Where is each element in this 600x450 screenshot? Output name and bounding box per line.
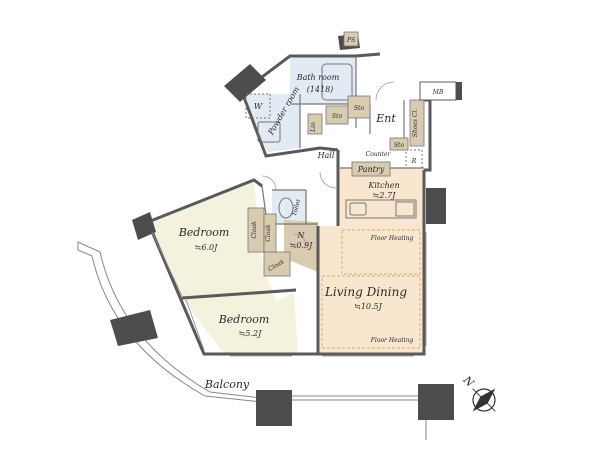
bathtub	[321, 63, 353, 101]
washer-label: W	[254, 102, 263, 111]
r-box	[405, 149, 423, 169]
r-label: R	[411, 158, 417, 165]
door-swings	[261, 81, 395, 247]
fixtures	[245, 63, 423, 219]
kitchen-counter	[345, 199, 417, 219]
column-bedroom	[132, 212, 156, 240]
counter-label: Counter	[366, 151, 392, 158]
n-size: ≒0.9J	[290, 241, 313, 250]
mb-shade	[456, 82, 462, 100]
storage-boxes	[247, 31, 425, 277]
kitchen-label: Kitchen	[367, 181, 399, 190]
washer-box	[245, 93, 271, 119]
column-kitchen	[426, 188, 446, 224]
ps-label: PS	[346, 37, 355, 44]
bedroom1-size: ≒6.0J	[195, 243, 218, 252]
kitchen-size: ≒2.7J	[373, 191, 396, 200]
bedroom2-floor	[182, 292, 298, 354]
n-floor	[284, 220, 318, 272]
floor-heating-label-2: Floor Heating	[370, 337, 414, 344]
column-bottom-right	[418, 384, 454, 420]
shoes-label: Shoes Cl.	[412, 109, 419, 138]
living-floor	[318, 226, 424, 354]
entrance-label: Ent	[375, 112, 396, 125]
living-label: Living Dining	[324, 285, 407, 299]
sto3-label: Sto	[394, 142, 405, 149]
bathroom-size: (1418)	[307, 85, 334, 94]
hall-label: Hall	[317, 151, 335, 160]
kitchen-floor	[338, 168, 424, 226]
windows	[151, 231, 427, 357]
living-size: ≒10.5J	[354, 302, 383, 311]
sto2-label: Sto	[354, 105, 365, 112]
mb-label: MB	[432, 89, 444, 96]
cloak1-label: Cloak	[251, 221, 258, 239]
bathroom-label: Bath room	[296, 73, 340, 82]
column-top-left	[224, 64, 266, 102]
toilet-bowl	[278, 197, 294, 219]
compass	[472, 388, 496, 412]
room-labels: Bath room (1418) W Powder room Lin Sto S…	[178, 37, 444, 391]
balcony-label: Balcony	[204, 378, 250, 391]
columns	[110, 34, 454, 426]
stove	[395, 201, 415, 217]
lin-label: Lin	[310, 122, 317, 133]
floor-heating-label-1: Floor Heating	[370, 235, 414, 242]
column-balcony	[110, 310, 158, 346]
column-bottom-mid	[256, 390, 292, 426]
kitchen-sink	[349, 202, 367, 216]
compass-label: N	[460, 373, 477, 390]
toilet-floor	[272, 190, 306, 224]
sink	[257, 121, 281, 143]
bedroom2-label: Bedroom	[218, 313, 270, 326]
cloak2-label: Cloak	[265, 224, 272, 242]
sto1-label: Sto	[332, 113, 343, 120]
bath-floor	[290, 56, 356, 104]
floor-heating-zones	[321, 229, 421, 349]
powder-floor	[244, 94, 300, 152]
toilet-label: Toilet	[291, 198, 302, 217]
walls	[146, 52, 432, 356]
n-label: N	[297, 231, 306, 240]
pantry-label: Pantry	[357, 165, 385, 174]
bedroom2-size: ≒5.2J	[239, 329, 262, 338]
bedroom1-label: Bedroom	[178, 226, 230, 239]
